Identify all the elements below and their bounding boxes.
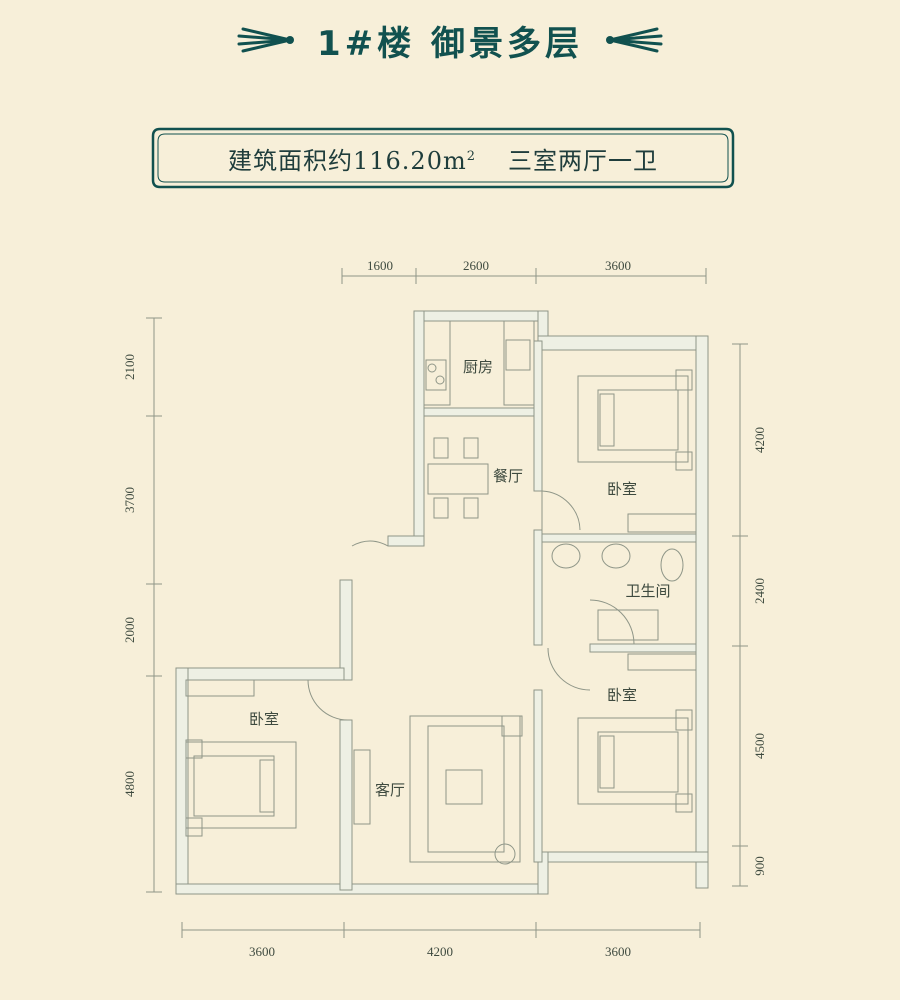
page-title: 1#楼 御景多层 (0, 8, 900, 72)
area-text: 建筑面积约116.20m2 (227, 146, 476, 175)
left-fan-ornament-icon (237, 27, 294, 53)
room-labels: 厨房 餐厅 卧室 卫生间 卧室 卧室 客厅 (249, 359, 671, 799)
dim-bottom-1: 3600 (249, 944, 275, 959)
doors (307, 490, 635, 721)
room-label-kitchen: 厨房 (463, 359, 493, 376)
building-title: 1#楼 御景多层 (317, 23, 583, 64)
dimension-labels: 1600 2600 3600 3600 4200 3600 2100 3700 … (122, 258, 767, 959)
bedroom-left-furniture (185, 679, 297, 837)
dim-left-2: 3700 (122, 487, 137, 513)
bathroom-fixtures (551, 543, 684, 641)
dim-top-1: 1600 (367, 258, 393, 273)
dim-right-2: 2400 (752, 578, 767, 604)
dim-top-2: 2600 (463, 258, 489, 273)
dimension-lines (146, 268, 748, 938)
room-label-bathroom: 卫生间 (625, 583, 670, 600)
dim-bottom-2: 4200 (427, 944, 453, 959)
layout-text: 三室两厅一卫 (508, 146, 658, 175)
room-label-bedroom-top-right: 卧室 (607, 481, 637, 498)
room-label-living: 客厅 (375, 782, 405, 799)
dim-top-3: 3600 (605, 258, 631, 273)
kitchen-fixtures (423, 320, 535, 406)
dim-bottom-3: 3600 (605, 944, 631, 959)
dim-left-3: 2000 (122, 617, 137, 643)
dining-table (427, 437, 489, 519)
dim-right-4: 900 (752, 856, 767, 876)
area-banner-frame (151, 127, 735, 189)
right-fan-ornament-icon (605, 27, 663, 53)
dim-left-1: 2100 (122, 354, 137, 380)
bedroom-top-right-furniture (577, 369, 697, 533)
room-label-dining: 餐厅 (493, 468, 523, 485)
room-label-bedroom-mid-right: 卧室 (607, 687, 637, 704)
room-label-bedroom-left: 卧室 (249, 711, 279, 728)
walls (175, 310, 709, 895)
bedroom-mid-right-furniture (577, 653, 697, 813)
dim-left-4: 4800 (122, 771, 137, 797)
dim-right-1: 4200 (752, 427, 767, 453)
dim-right-3: 4500 (752, 733, 767, 759)
area-banner: 建筑面积约116.20m2 三室两厅一卫 (150, 126, 736, 190)
living-room-furniture (353, 715, 523, 865)
